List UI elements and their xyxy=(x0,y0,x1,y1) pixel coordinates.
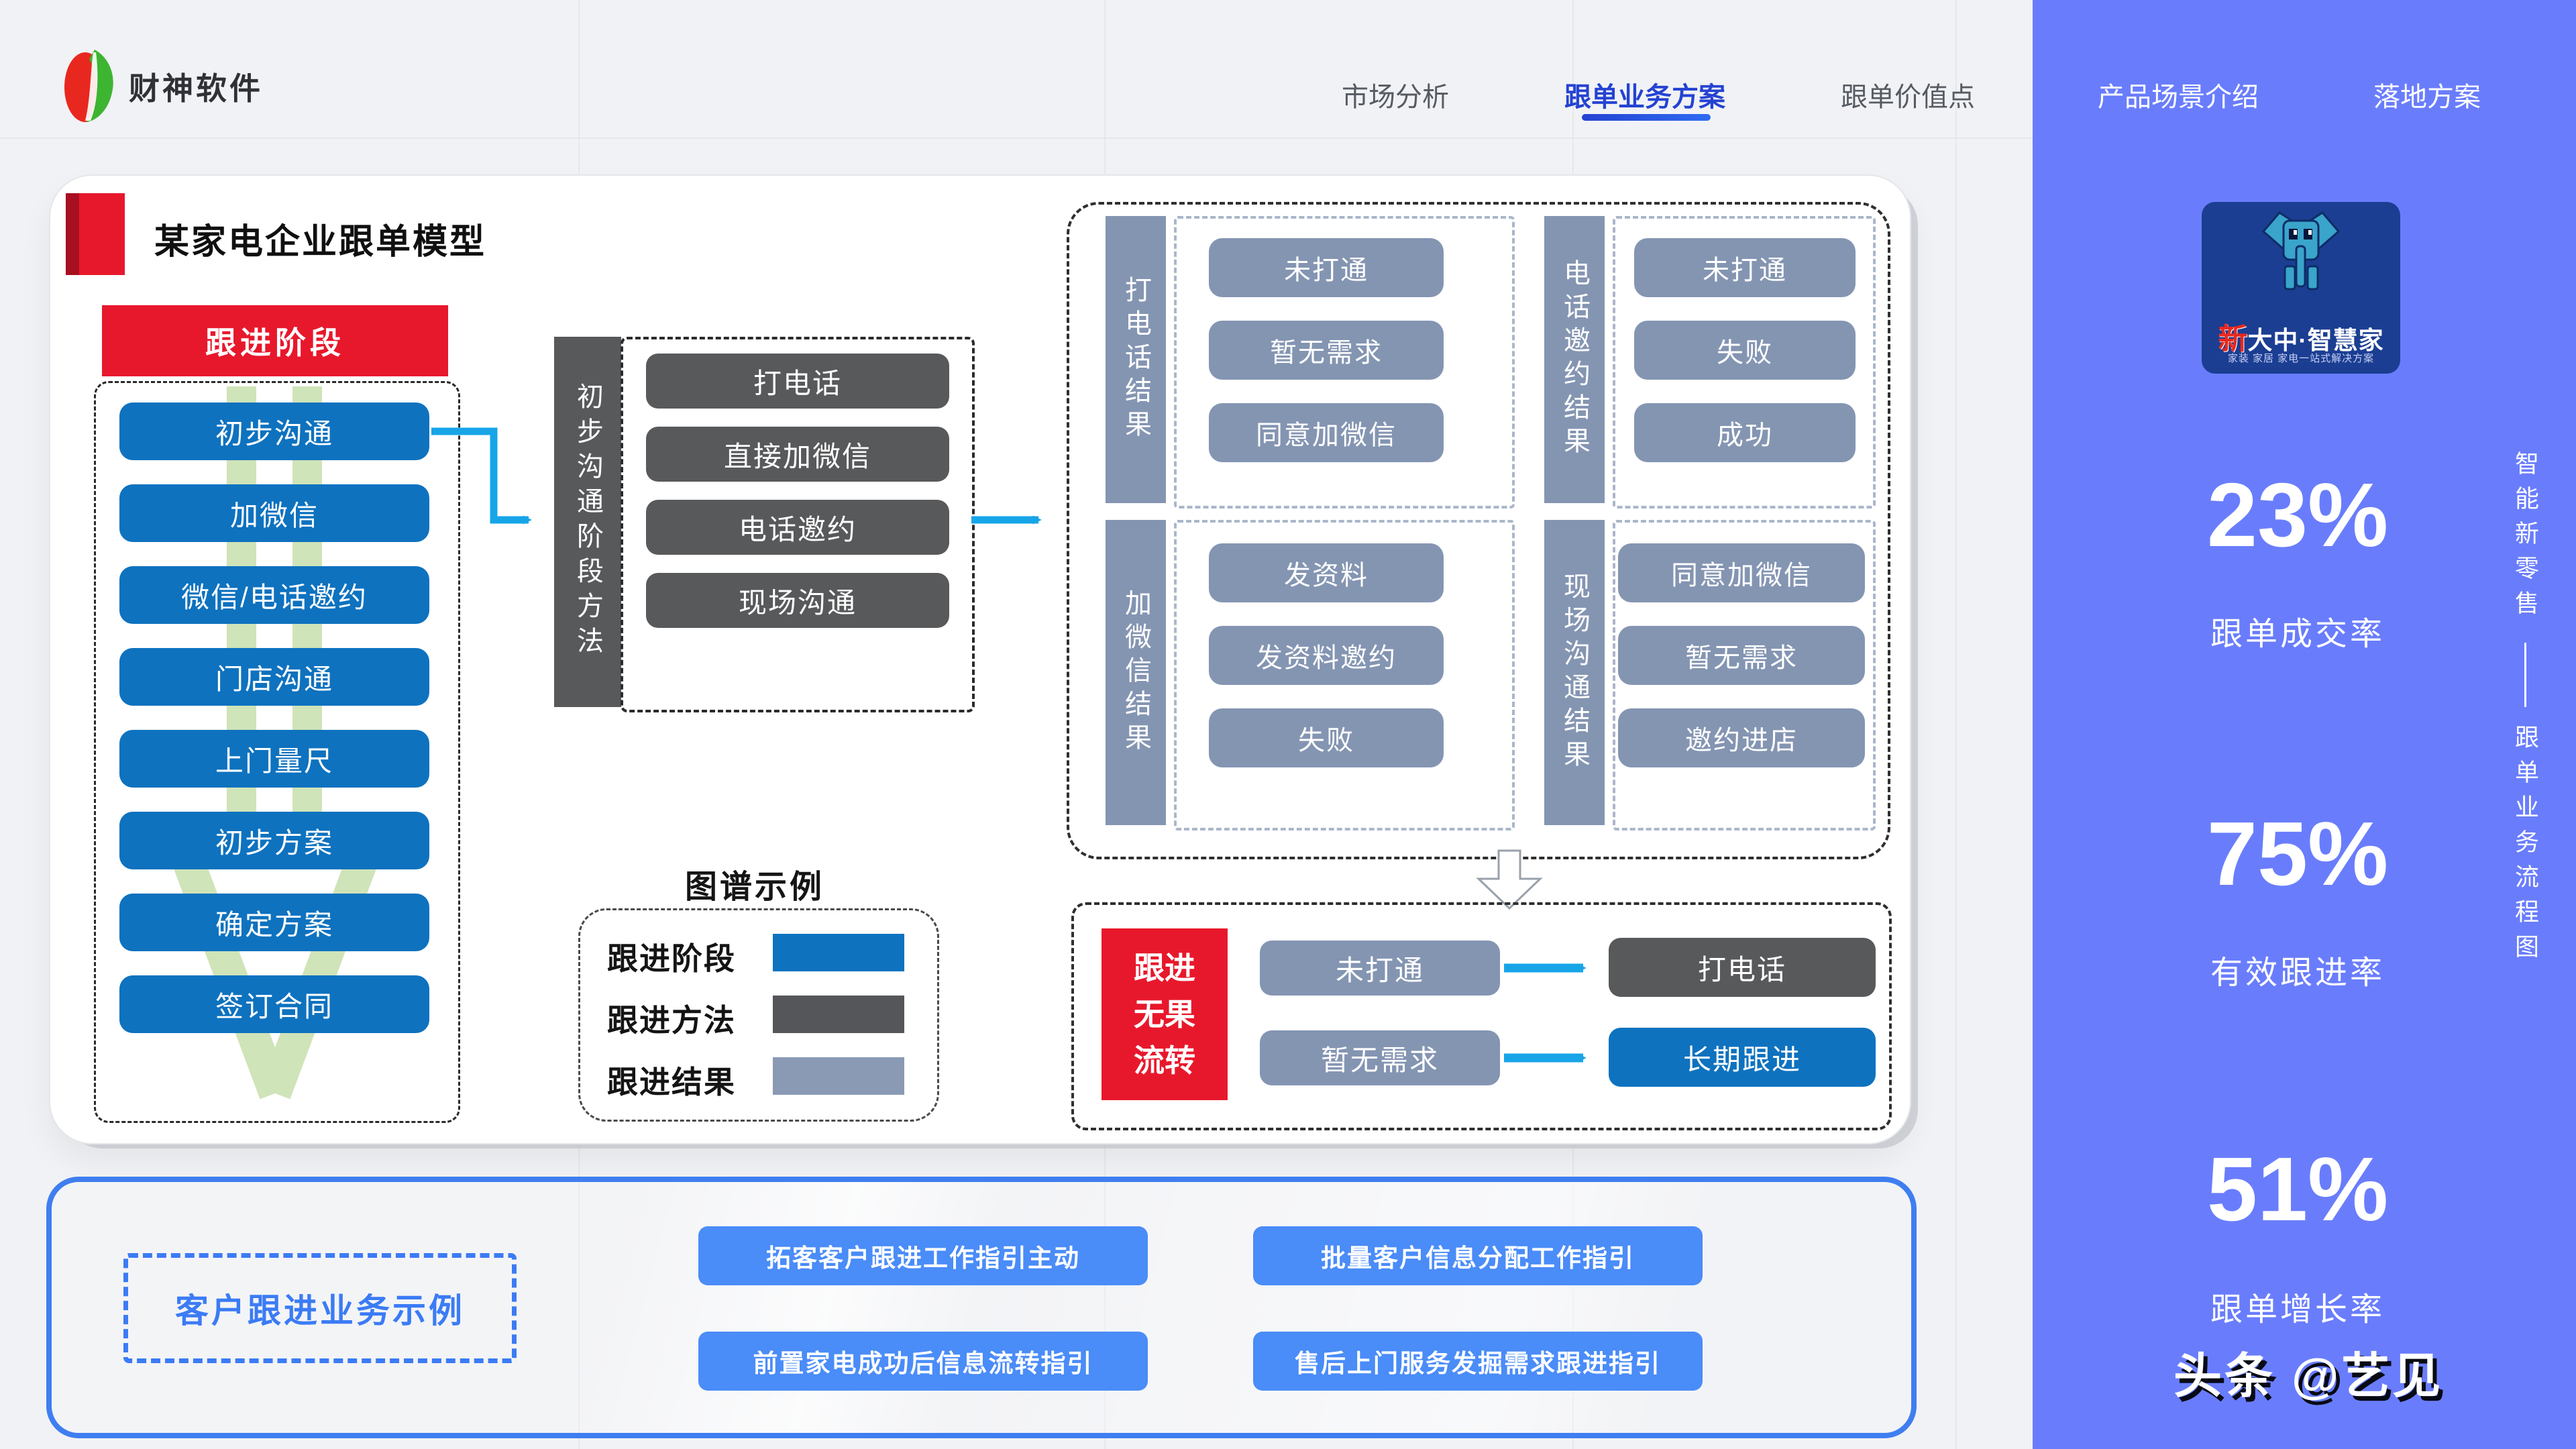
fallback-label-text: 跟进无果流转 xyxy=(1134,950,1195,1078)
watermark: 头条 @艺见 xyxy=(2174,1350,2444,1403)
diagram-title: 某家电企业跟单模型 xyxy=(154,223,487,262)
legend-label-method: 跟进方法 xyxy=(607,1003,736,1038)
title-marker-icon xyxy=(66,193,125,275)
stat-follow-rate-label: 有效跟进率 xyxy=(2130,946,2465,993)
legend-swatch-result xyxy=(773,1057,904,1095)
result-node: 未打通 xyxy=(1634,238,1856,297)
examples-section xyxy=(46,1177,1917,1438)
stage-node: 加微信 xyxy=(119,484,429,542)
fallback-from-node: 暂无需求 xyxy=(1260,1030,1500,1085)
stat-growth-rate-label: 跟单增长率 xyxy=(2130,1283,2465,1330)
legend-label-stage: 跟进阶段 xyxy=(607,941,736,976)
result-node: 失败 xyxy=(1634,321,1856,380)
legend-swatch-stage xyxy=(773,934,904,971)
result-group-label: 打电话结果 xyxy=(1106,216,1166,503)
header-divider xyxy=(0,138,2033,139)
fallback-to-node: 长期跟进 xyxy=(1609,1028,1876,1087)
example-button-4[interactable]: 售后上门服务发掘需求跟进指引 xyxy=(1253,1332,1703,1391)
stat-value: 23% xyxy=(2206,464,2389,566)
nav-item-follow-up-plan[interactable]: 跟单业务方案 xyxy=(1564,83,1725,112)
stage-column-box xyxy=(94,381,460,1123)
stat-label: 跟单成交率 xyxy=(2210,616,2385,652)
fallback-from-node: 未打通 xyxy=(1260,941,1500,996)
result-group-label: 电话邀约结果 xyxy=(1544,216,1605,503)
nav-item-value-points[interactable]: 跟单价值点 xyxy=(1841,83,1975,112)
method-group-box xyxy=(621,337,975,712)
stage-column-header: 跟进阶段 xyxy=(102,305,448,376)
result-group-label: 加微信结果 xyxy=(1106,520,1166,825)
result-node: 暂无需求 xyxy=(1209,321,1444,380)
stage-node: 初步沟通 xyxy=(119,402,429,460)
fallback-label: 跟进无果流转 xyxy=(1102,928,1228,1100)
elephant-mascot-icon xyxy=(2261,211,2341,290)
method-node: 现场沟通 xyxy=(646,573,949,628)
sidebar-vertical-caption: 智能新零售 跟单业务流程图 xyxy=(2498,451,2552,987)
brand-name[interactable]: 财神软件 xyxy=(129,71,263,106)
result-group-box xyxy=(1174,216,1515,508)
stat-value: 75% xyxy=(2206,803,2389,904)
logo-prefix-char: 新 xyxy=(2218,323,2248,356)
legend-title: 图谱示例 xyxy=(684,869,824,905)
result-node: 发资料 xyxy=(1209,543,1444,602)
example-button-2[interactable]: 批量客户信息分配工作指引 xyxy=(1253,1226,1703,1285)
examples-label: 客户跟进业务示例 xyxy=(123,1253,517,1363)
stage-node: 初步方案 xyxy=(119,812,429,869)
stage-node: 微信/电话邀约 xyxy=(119,566,429,624)
stat-value: 51% xyxy=(2206,1138,2389,1240)
logo-tagline: 家装 家居 家电一站式解决方案 xyxy=(2227,353,2375,364)
stat-deal-rate-label: 跟单成交率 xyxy=(2130,607,2465,654)
brand-logo-icon xyxy=(64,48,116,123)
sidenav-item-landing-plan[interactable]: 落地方案 xyxy=(2373,83,2481,112)
logo-name: 大中·智慧家 xyxy=(2247,327,2384,354)
fallback-flow-box xyxy=(1071,902,1892,1130)
result-node: 同意加微信 xyxy=(1618,543,1865,602)
stage-node: 门店沟通 xyxy=(119,648,429,706)
method-node: 打电话 xyxy=(646,354,949,409)
result-node: 同意加微信 xyxy=(1209,403,1444,462)
caption-top: 智能新零售 xyxy=(2512,451,2539,625)
stat-follow-rate: 75% xyxy=(2130,808,2465,899)
stage-node: 上门量尺 xyxy=(119,730,429,788)
result-node: 发资料邀约 xyxy=(1209,626,1444,685)
stage-node: 签订合同 xyxy=(119,975,429,1033)
stage-node: 确定方案 xyxy=(119,894,429,951)
method-node: 直接加微信 xyxy=(646,427,949,482)
method-node: 电话邀约 xyxy=(646,500,949,555)
stat-deal-rate: 23% xyxy=(2130,470,2465,560)
fallback-to-node: 打电话 xyxy=(1609,938,1876,997)
result-node: 暂无需求 xyxy=(1618,626,1865,685)
result-group-box xyxy=(1613,520,1876,830)
stat-label: 有效跟进率 xyxy=(2210,955,2385,991)
nav-item-market-analysis[interactable]: 市场分析 xyxy=(1342,83,1449,112)
stat-label: 跟单增长率 xyxy=(2210,1292,2385,1328)
caption-divider xyxy=(2524,643,2526,707)
grid-line xyxy=(1955,0,1957,1449)
legend-box xyxy=(578,908,939,1122)
result-node: 成功 xyxy=(1634,403,1856,462)
example-button-1[interactable]: 拓客客户跟进工作指引主动 xyxy=(698,1226,1148,1285)
result-node: 未打通 xyxy=(1209,238,1444,297)
result-group-label: 现场沟通结果 xyxy=(1544,520,1605,825)
nav-active-underline xyxy=(1582,114,1711,121)
result-node: 邀约进店 xyxy=(1618,708,1865,767)
result-group-box xyxy=(1174,520,1515,830)
example-button-3[interactable]: 前置家电成功后信息流转指引 xyxy=(698,1332,1148,1391)
partner-logo-card: 新大中·智慧家 家装 家居 家电一站式解决方案 xyxy=(2202,202,2400,374)
method-group-label: 初步沟通阶段方法 xyxy=(554,337,621,707)
legend-label-result: 跟进结果 xyxy=(607,1065,736,1099)
stat-growth-rate: 51% xyxy=(2130,1144,2465,1234)
caption-bottom: 跟单业务流程图 xyxy=(2512,724,2539,969)
result-node: 失败 xyxy=(1209,708,1444,767)
result-group-box xyxy=(1613,216,1876,508)
sidenav-item-product-scenes[interactable]: 产品场景介绍 xyxy=(2098,83,2259,112)
legend-swatch-method xyxy=(773,996,904,1033)
